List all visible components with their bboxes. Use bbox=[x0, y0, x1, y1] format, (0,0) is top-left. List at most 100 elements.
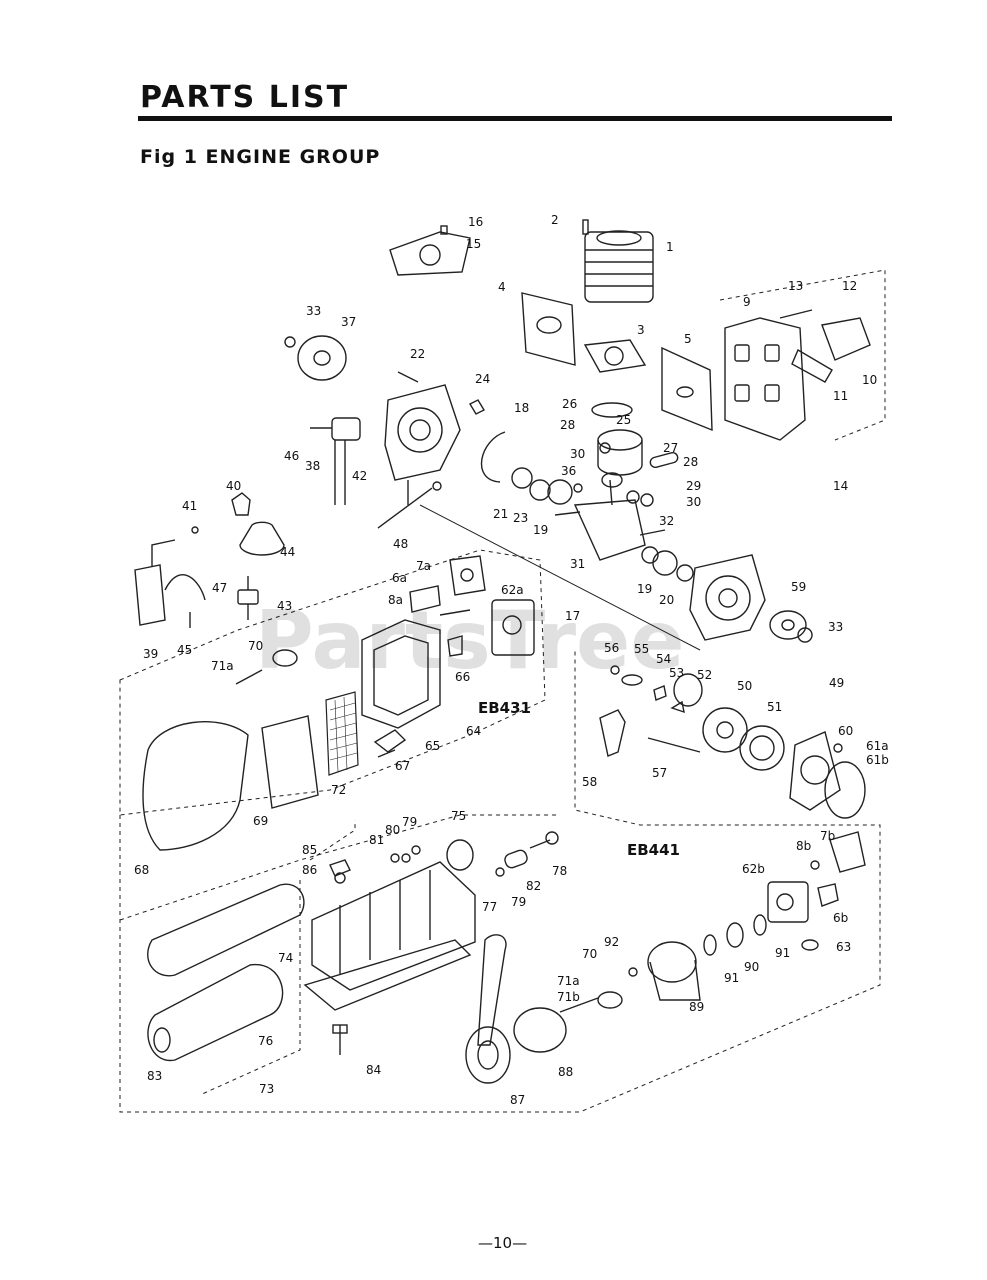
part-callout: 23 bbox=[513, 511, 528, 525]
bearing-19a bbox=[547, 479, 573, 505]
title-rule bbox=[138, 116, 892, 121]
part-callout: 6b bbox=[833, 911, 848, 925]
part-callout: 12 bbox=[842, 279, 857, 293]
part-callout: 28 bbox=[683, 455, 698, 469]
part-callout: 15 bbox=[466, 237, 481, 251]
part-callout: 81 bbox=[369, 833, 384, 847]
piston-pin bbox=[649, 451, 679, 469]
part-callout: 24 bbox=[475, 372, 490, 386]
part-callout: 38 bbox=[305, 459, 320, 473]
part-callout: 28 bbox=[560, 418, 575, 432]
part-callout: 91 bbox=[724, 971, 739, 985]
part-callout: 53 bbox=[669, 666, 684, 680]
starter-handle bbox=[599, 709, 626, 757]
part-callout: 71a bbox=[211, 659, 234, 673]
boot-44 bbox=[239, 521, 285, 556]
part-callout: 79 bbox=[402, 815, 417, 829]
choke-65 bbox=[373, 729, 407, 753]
part-callout: 75 bbox=[451, 809, 466, 823]
part-callout: 9 bbox=[743, 295, 751, 309]
lead-wire bbox=[377, 487, 433, 529]
gasket-4 bbox=[521, 292, 576, 366]
muffler-cover bbox=[724, 317, 806, 441]
cover-plate bbox=[389, 231, 471, 276]
part-callout: 66 bbox=[455, 670, 470, 684]
part-callout: 6a bbox=[392, 571, 407, 585]
part-callout: 30 bbox=[570, 447, 585, 461]
part-callout: 26 bbox=[562, 397, 577, 411]
filter-69 bbox=[261, 715, 319, 809]
group-boundaries bbox=[119, 269, 886, 1113]
part-callout: 62b bbox=[742, 862, 765, 876]
circlip-23 bbox=[529, 479, 551, 501]
screen-72 bbox=[325, 691, 359, 776]
part-callout: 71b bbox=[557, 990, 580, 1004]
gasket-6a bbox=[409, 585, 441, 613]
part-callout: 70 bbox=[248, 639, 263, 653]
part-callout: 19 bbox=[533, 523, 548, 537]
part-callout: 77 bbox=[482, 900, 497, 914]
part-callout: 51 bbox=[767, 700, 782, 714]
part-callout: 20 bbox=[659, 593, 674, 607]
spacer-82 bbox=[504, 849, 528, 869]
part-callout: 91 bbox=[775, 946, 790, 960]
carb-cover-7b bbox=[829, 831, 866, 873]
crankcase-half bbox=[384, 384, 461, 481]
part-callout: 76 bbox=[258, 1034, 273, 1048]
gasket-3 bbox=[583, 339, 647, 373]
starter-rope bbox=[647, 737, 701, 753]
crankcase-other-half bbox=[689, 554, 766, 641]
part-callout: 44 bbox=[280, 545, 295, 559]
gasket-11 bbox=[791, 348, 833, 383]
clamp-75 bbox=[446, 839, 474, 871]
seal-20 bbox=[676, 564, 694, 582]
part-callout: 14 bbox=[833, 479, 848, 493]
clamp-88 bbox=[513, 1007, 567, 1053]
part-callout: 82 bbox=[526, 879, 541, 893]
part-callout: 8b bbox=[796, 839, 811, 853]
part-callout: 84 bbox=[366, 1063, 381, 1077]
cylinder bbox=[582, 219, 654, 303]
plate-70b bbox=[597, 991, 623, 1009]
part-callout: 79 bbox=[511, 895, 526, 909]
part-callout: 63 bbox=[836, 940, 851, 954]
figure-caption: Fig 1 ENGINE GROUP bbox=[140, 146, 381, 168]
spark-arrester-87 bbox=[465, 934, 511, 1084]
clip-18 bbox=[480, 431, 506, 483]
muffler-shell-76 bbox=[147, 964, 284, 1062]
part-callout: 4 bbox=[498, 280, 506, 294]
part-callout: 11 bbox=[833, 389, 848, 403]
part-callout: 68 bbox=[134, 863, 149, 877]
part-callout: 33 bbox=[828, 620, 843, 634]
crankshaft bbox=[554, 472, 666, 561]
muffler-plate bbox=[303, 939, 472, 1011]
plate-5 bbox=[661, 346, 713, 432]
reel-50 bbox=[702, 707, 748, 753]
part-callout: 7a bbox=[416, 559, 431, 573]
group-label-eb431: EB431 bbox=[478, 699, 531, 717]
page-number: —10— bbox=[478, 1234, 528, 1252]
part-callout: 31 bbox=[570, 557, 585, 571]
part-callout: 33 bbox=[306, 304, 321, 318]
part-callout: 92 bbox=[604, 935, 619, 949]
part-callout: 74 bbox=[278, 951, 293, 965]
seal-21 bbox=[511, 467, 533, 489]
part-callout: 37 bbox=[341, 315, 356, 329]
part-callout: 18 bbox=[514, 401, 529, 415]
part-callout: 32 bbox=[659, 514, 674, 528]
part-callout: 50 bbox=[737, 679, 752, 693]
part-callout: 13 bbox=[788, 279, 803, 293]
part-callout: 61a bbox=[866, 739, 889, 753]
part-callout: 58 bbox=[582, 775, 597, 789]
part-callout: 90 bbox=[744, 960, 759, 974]
part-callout: 16 bbox=[468, 215, 483, 229]
part-callout: 22 bbox=[410, 347, 425, 361]
part-callout: 60 bbox=[838, 724, 853, 738]
part-callout: 1 bbox=[666, 240, 674, 254]
part-callout: 48 bbox=[393, 537, 408, 551]
muffler-body-77 bbox=[311, 861, 476, 991]
part-callout: 10 bbox=[862, 373, 877, 387]
part-callout: 73 bbox=[259, 1082, 274, 1096]
muffler-shell-74 bbox=[147, 883, 305, 977]
